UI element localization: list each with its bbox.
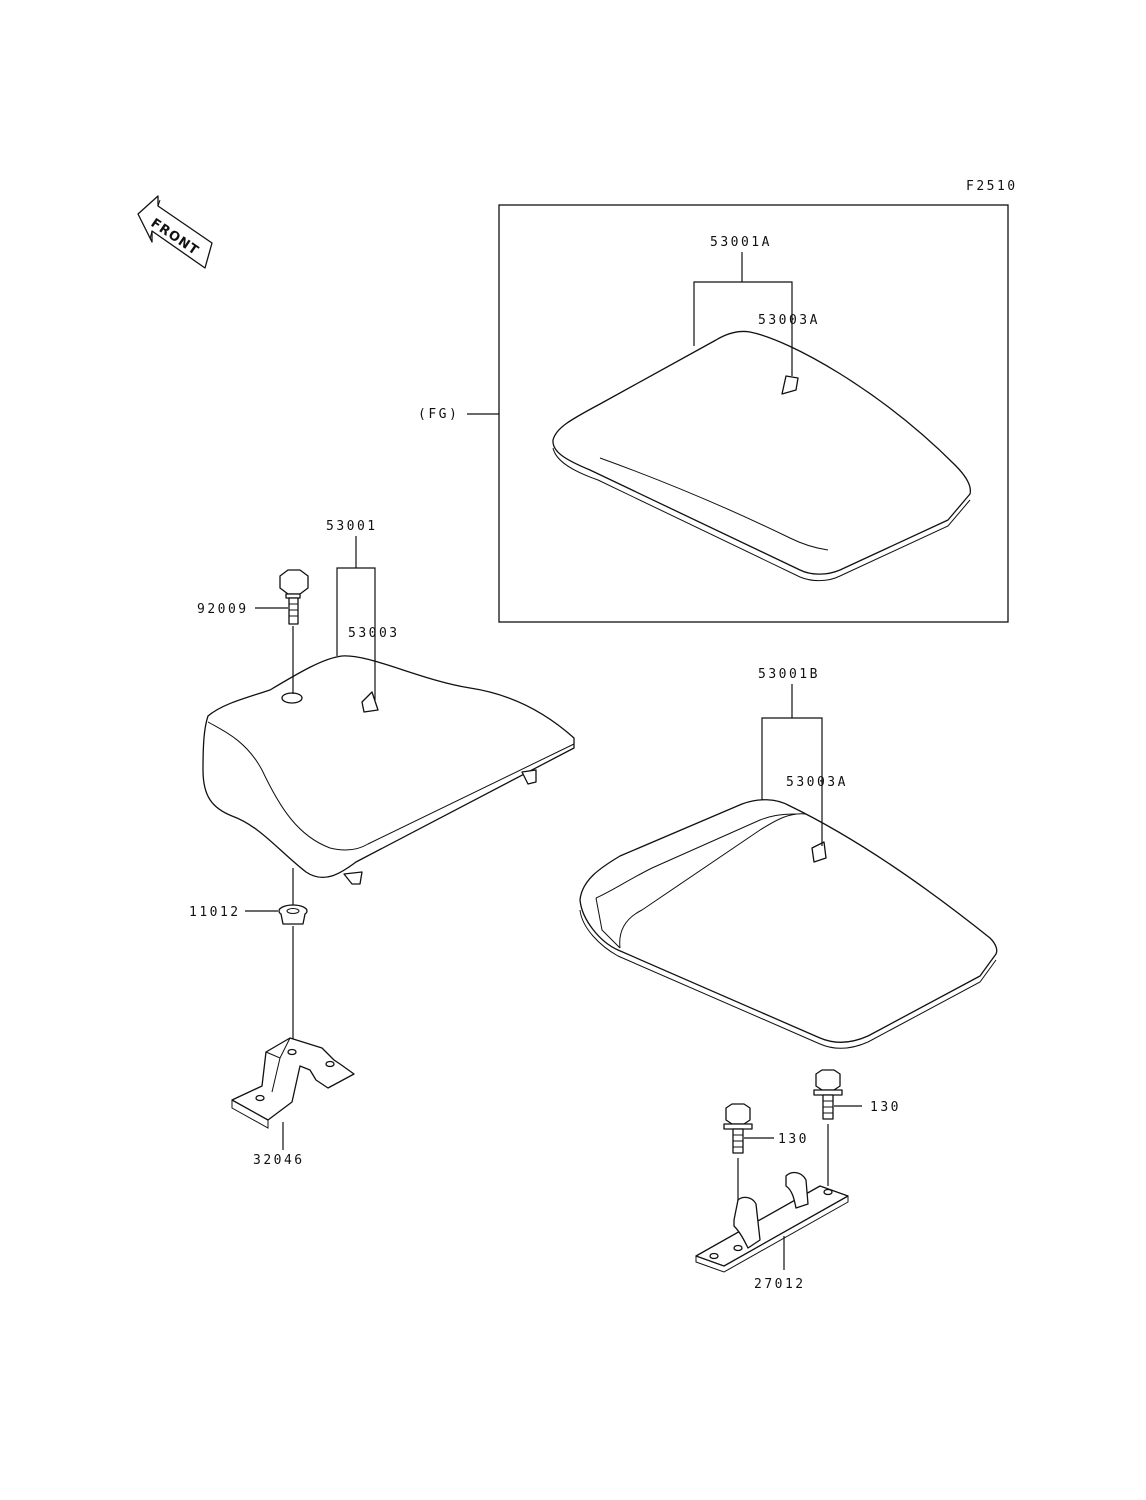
label-bracket-rear: 27012 <box>754 1277 806 1292</box>
front-arrow-icon: FRONT <box>137 195 213 269</box>
label-bolt-bracket-lower: 130 <box>778 1132 809 1147</box>
grommet-11012 <box>278 904 308 925</box>
bolt-130-lower <box>723 1103 753 1154</box>
figure-code: F2510 <box>966 179 1018 194</box>
label-bracket-front: 32046 <box>253 1153 305 1168</box>
label-seat-fg-assy: 53001A <box>710 235 772 250</box>
label-seat-fg-cover: 53003A <box>758 313 820 328</box>
bracket-27012 <box>695 1171 849 1273</box>
bracket-32046 <box>231 1037 355 1129</box>
label-grommet: 11012 <box>189 905 241 920</box>
bolt-130-upper <box>813 1069 843 1120</box>
bolt-92009 <box>279 569 309 625</box>
label-bolt-bracket-upper: 130 <box>870 1100 901 1115</box>
seat-fg <box>552 330 972 582</box>
variant-label: (FG) <box>418 407 459 422</box>
label-seat-b-cover: 53003A <box>786 775 848 790</box>
label-seat-b-assy: 53001B <box>758 667 820 682</box>
label-seat-std-assy: 53001 <box>326 519 378 534</box>
seat-standard <box>202 655 575 885</box>
label-bolt-seat: 92009 <box>197 602 249 617</box>
label-seat-std-cover: 53003 <box>348 626 400 641</box>
seat-b <box>579 799 998 1049</box>
